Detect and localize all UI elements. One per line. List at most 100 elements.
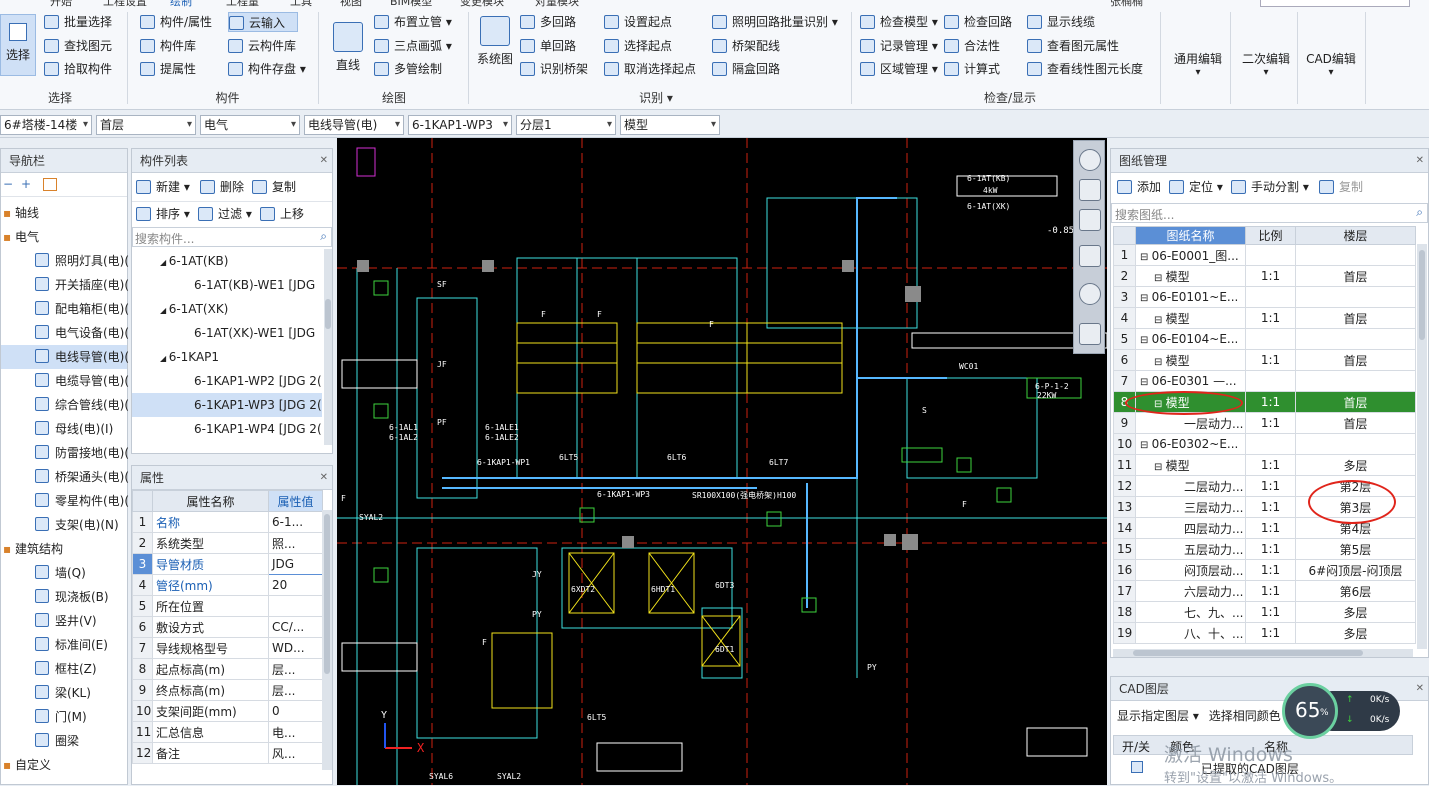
cad-canvas[interactable]: SF JF PF 6-1AL1 6-1AL2 6-1ALE1 6-1ALE2 6…: [337, 138, 1107, 785]
collapse-toggle-icon[interactable]: ⊟: [1140, 335, 1152, 346]
nav-item[interactable]: 电缆导管(电)(: [1, 369, 129, 393]
nav-item[interactable]: 电线导管(电)(: [1, 345, 129, 369]
secondary-edit-button[interactable]: 二次编辑▾: [1241, 52, 1290, 78]
view-element-property-button[interactable]: 查看图元属性: [1027, 36, 1119, 56]
nav-item[interactable]: 墙(Q): [1, 561, 127, 585]
tab-bim[interactable]: BIM模型: [390, 0, 433, 8]
drawing-hscrollbar[interactable]: [1113, 649, 1413, 657]
select-same-color-button[interactable]: 选择相同颜色: [1208, 709, 1281, 723]
3d-view-icon[interactable]: [1079, 179, 1101, 201]
formula-button[interactable]: 计算式: [944, 59, 1000, 79]
collapse-toggle-icon[interactable]: ⊟: [1154, 461, 1166, 473]
collapse-toggle-icon[interactable]: ⊟: [1154, 314, 1166, 326]
tab-compare[interactable]: 对量模块: [535, 0, 579, 8]
locate-button[interactable]: 定位 ▾: [1169, 177, 1223, 197]
manual-split-button[interactable]: 手动分割 ▾: [1231, 177, 1309, 197]
network-speed-widget[interactable]: 65 % ↑ 0K/s ↓ 0K/s: [1282, 683, 1402, 739]
type-select[interactable]: 电线导管(电): [304, 115, 404, 135]
component-row[interactable]: 6-1AT(XK)-WE1 [JDG: [194, 326, 316, 340]
copy-drawing-button[interactable]: 复制: [1319, 177, 1363, 197]
component-row[interactable]: ◢ 6-1AT(XK): [160, 302, 229, 316]
tab-view[interactable]: 视图: [340, 0, 362, 8]
identify-tray-button[interactable]: 识别桥架: [520, 59, 588, 79]
collapse-toggle-icon[interactable]: ⊟: [1154, 272, 1166, 284]
add-drawing-button[interactable]: 添加: [1117, 177, 1161, 197]
nav-item[interactable]: ▪ 建筑结构: [3, 542, 63, 556]
edit-icon[interactable]: [43, 178, 57, 191]
component-select[interactable]: 6-1KAP1-WP3: [408, 115, 512, 135]
nav-item[interactable]: 综合管线(电)(: [1, 393, 129, 417]
discipline-select[interactable]: 电气: [200, 115, 300, 135]
expand-arrow-icon[interactable]: ◢: [160, 354, 169, 363]
drawing-row[interactable]: 3⊟ 06-E0101~E...: [1113, 286, 1416, 308]
choose-start-button[interactable]: 选择起点: [604, 36, 672, 56]
drawing-search[interactable]: 搜索图纸... ⌕: [1111, 203, 1428, 223]
drawing-row[interactable]: 5⊟ 06-E0104~E...: [1113, 328, 1416, 350]
batch-lighting-button[interactable]: 照明回路批量识别 ▾: [712, 12, 838, 32]
extract-property-button[interactable]: 提属性: [140, 59, 196, 79]
properties-scrollbar[interactable]: [322, 510, 332, 770]
find-element-button[interactable]: 查找图元: [44, 36, 112, 56]
tab-project-settings[interactable]: 工程设置: [103, 0, 147, 8]
collapse-toggle-icon[interactable]: ⊟: [1140, 377, 1152, 388]
nav-item[interactable]: ▪ 电气: [3, 230, 39, 244]
component-scrollbar[interactable]: [324, 249, 332, 445]
nav-item[interactable]: 开关插座(电)(: [1, 273, 129, 297]
component-library-button[interactable]: 构件库: [140, 36, 196, 56]
move-up-button[interactable]: 上移: [260, 204, 304, 224]
nav-item[interactable]: 照明灯具(电)(: [1, 249, 129, 273]
region-manage-button[interactable]: 区域管理 ▾: [860, 59, 938, 79]
layout-icon[interactable]: [1079, 323, 1101, 345]
common-edit-button[interactable]: 通用编辑▾: [1173, 52, 1222, 78]
box-loop-button[interactable]: 隔盒回路: [712, 59, 780, 79]
riser-button[interactable]: 布置立管 ▾: [374, 12, 452, 32]
cube-icon[interactable]: [1079, 245, 1101, 267]
nav-item[interactable]: 桥架通头(电)(: [1, 465, 129, 489]
component-property-button[interactable]: 构件/属性: [140, 12, 212, 32]
cancel-start-button[interactable]: 取消选择起点: [604, 59, 696, 79]
orbit-icon[interactable]: [1079, 149, 1101, 171]
multi-loop-button[interactable]: 多回路: [520, 12, 576, 32]
three-point-arc-button[interactable]: 三点画弧 ▾: [374, 36, 452, 56]
box-view-icon[interactable]: [1079, 209, 1101, 231]
tray-wiring-button[interactable]: 桥架配线: [712, 36, 780, 56]
component-row[interactable]: 6-1KAP1-WP2 [JDG 2(: [194, 374, 322, 388]
layer-select[interactable]: 分层1: [516, 115, 616, 135]
nav-item[interactable]: 电气设备(电)(: [1, 321, 129, 345]
multi-pipe-button[interactable]: 多管绘制: [374, 59, 442, 79]
copy-button[interactable]: 复制: [252, 177, 296, 197]
system-diagram-button[interactable]: 系统图: [475, 16, 515, 67]
tab-draw[interactable]: 绘制: [170, 0, 192, 8]
expand-icon[interactable]: +: [21, 177, 32, 191]
show-layer-button[interactable]: 显示指定图层 ▾: [1117, 709, 1199, 723]
building-select[interactable]: 6#塔楼-14楼: [0, 115, 92, 135]
check-loop-button[interactable]: 检查回路: [944, 12, 1012, 32]
component-row[interactable]: 6-1AT(KB)-WE1 [JDG: [194, 278, 316, 292]
batch-select-button[interactable]: 批量选择: [44, 12, 112, 32]
nav-item[interactable]: 圈梁: [1, 729, 127, 753]
expand-arrow-icon[interactable]: ◢: [160, 306, 169, 315]
nav-item[interactable]: 现浇板(B): [1, 585, 127, 609]
cloud-input-button[interactable]: 云输入: [228, 12, 298, 32]
tab-tools[interactable]: 工具: [290, 0, 312, 8]
filter-button[interactable]: 过滤 ▾: [198, 204, 252, 224]
tab-quantity[interactable]: 工程量: [226, 0, 259, 8]
